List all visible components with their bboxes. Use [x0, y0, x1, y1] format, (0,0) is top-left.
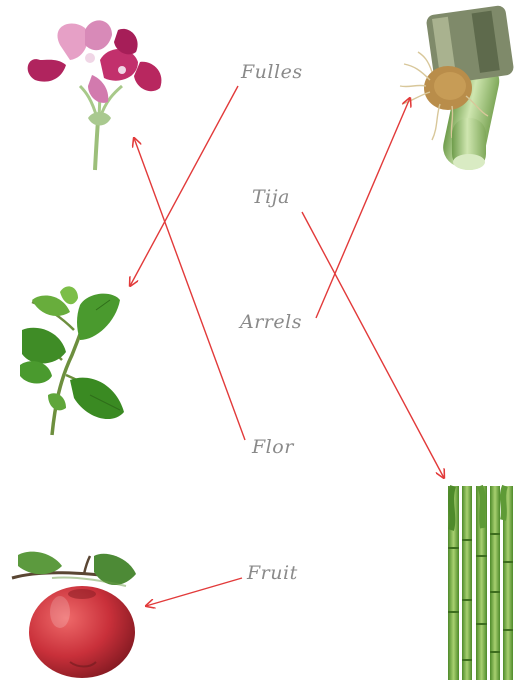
word-fruit: Fruit: [247, 562, 298, 584]
apple-image: [12, 552, 136, 678]
roots-image: [400, 5, 514, 172]
word-arrels: Arrels: [240, 311, 302, 333]
arrow-flor-to-flower: [134, 138, 245, 440]
word-tija: Tija: [252, 186, 290, 208]
bamboo-image: [448, 486, 513, 680]
arrow-fruit-to-apple: [146, 578, 242, 606]
flower-image: [28, 20, 162, 170]
arrow-arrels-to-roots: [316, 98, 410, 318]
leaves-image: [20, 286, 124, 435]
word-fulles: Fulles: [241, 61, 303, 83]
arrow-fulles-to-leaves: [130, 86, 238, 286]
word-flor: Flor: [252, 436, 294, 458]
arrow-tija-to-bamboo: [302, 212, 444, 478]
